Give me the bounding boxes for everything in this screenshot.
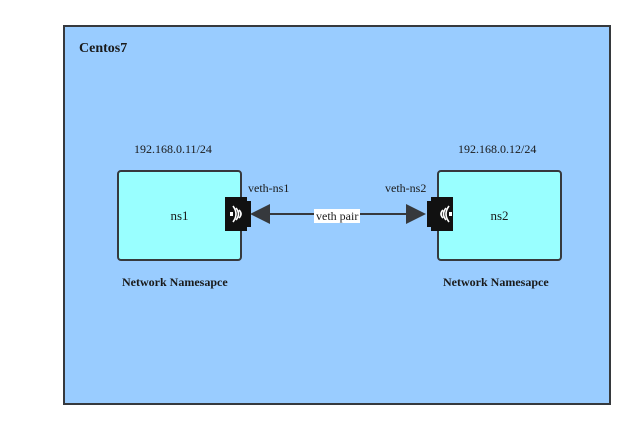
namespace-name-ns1: ns1 [170, 207, 189, 223]
namespace-box-ns1: ns1 [117, 170, 242, 261]
ns1-ip-label: 192.168.0.11/24 [134, 142, 212, 156]
host-title: Centos7 [79, 41, 128, 56]
veth-pair-label: veth pair [314, 209, 361, 223]
namespace-name-ns2: ns2 [490, 207, 509, 223]
namespace-box-ns2: ns2 [437, 170, 562, 261]
ns2-ip-label: 192.168.0.12/24 [458, 142, 537, 156]
veth-ns1-label: veth-ns1 [248, 181, 290, 195]
ns2-caption: Network Namesapce [443, 275, 549, 289]
veth-ns2-label: veth-ns2 [385, 181, 427, 195]
ns1-caption: Network Namesapce [122, 275, 228, 289]
